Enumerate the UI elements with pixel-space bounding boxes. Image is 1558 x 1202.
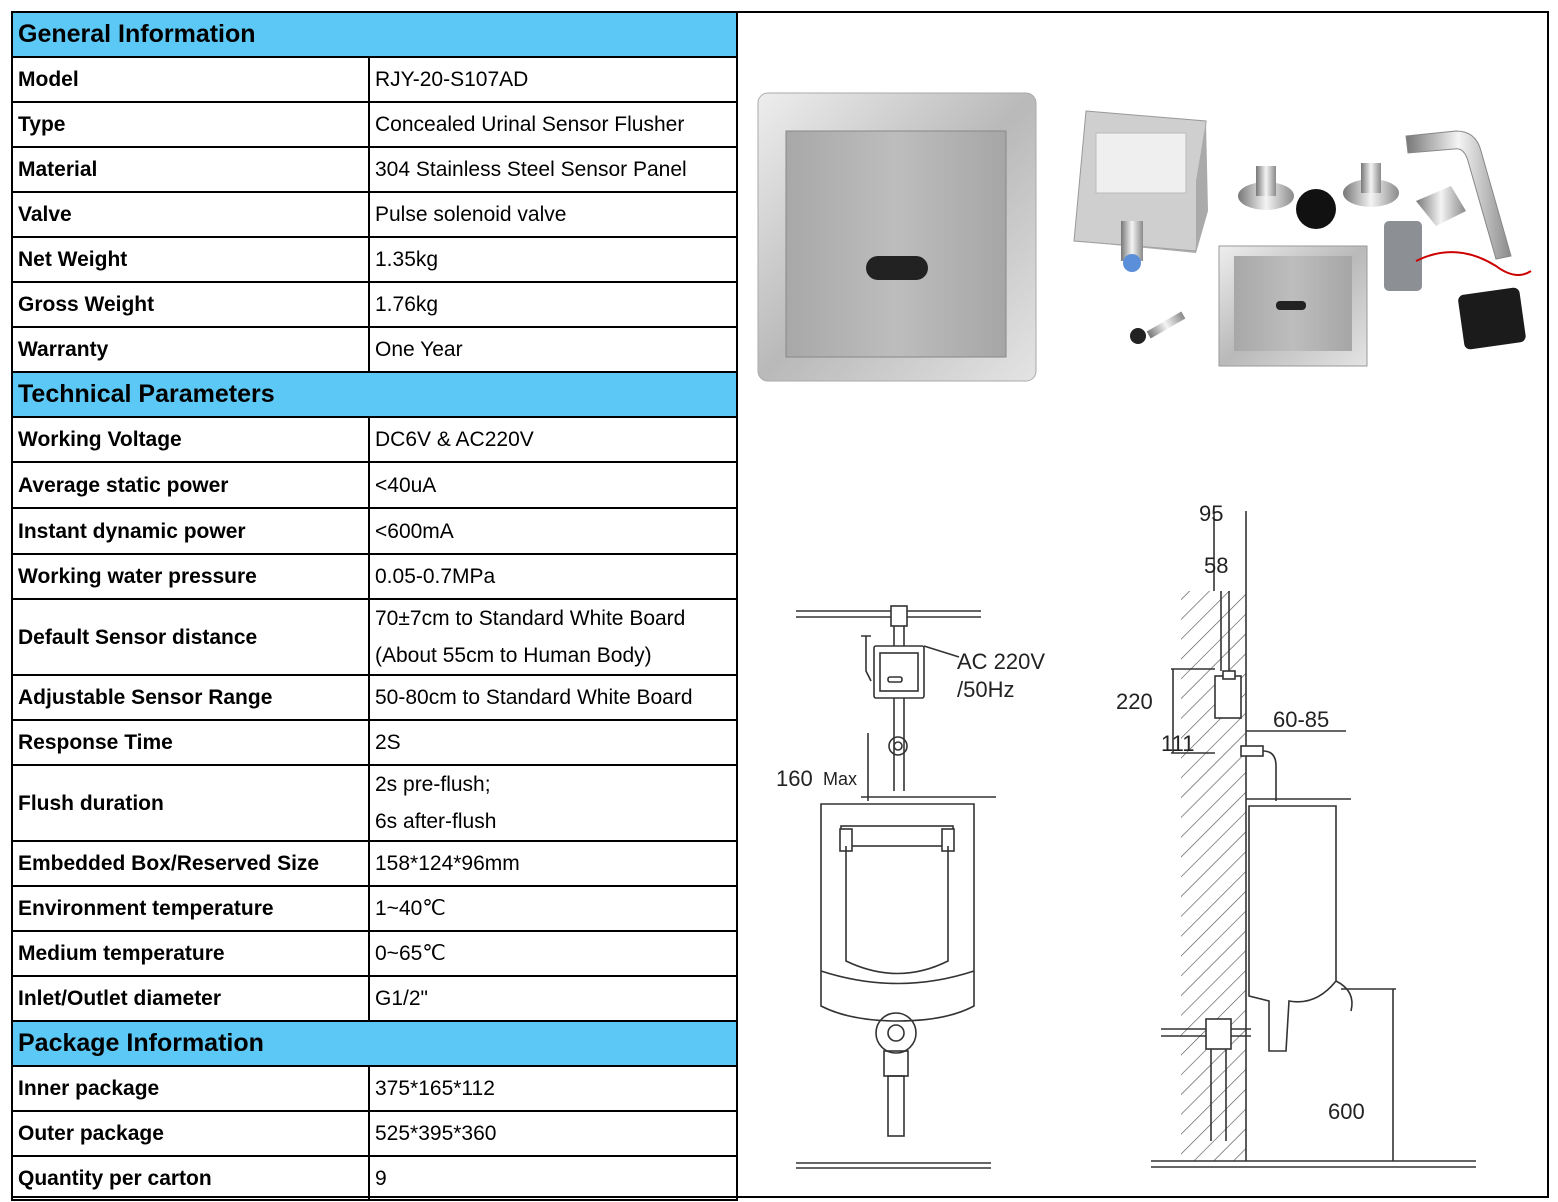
section-header-technical: Technical Parameters — [10, 371, 739, 418]
row-value: DC6V & AC220V — [367, 416, 739, 463]
row-value: 9 — [367, 1155, 739, 1201]
row-label: Warranty — [11, 326, 370, 373]
row-label: Environment temperature — [11, 885, 370, 932]
row-label: Response Time — [11, 719, 370, 766]
dimension-600: 600 — [1328, 1099, 1365, 1124]
row-value: 158*124*96mm — [367, 840, 739, 887]
max-height-value: 160 — [776, 766, 813, 791]
row-value: G1/2" — [367, 975, 739, 1022]
section-title: General Information — [10, 11, 739, 58]
row-value: 0.05-0.7MPa — [367, 553, 739, 600]
frequency-label: /50Hz — [957, 677, 1014, 702]
section-title: Technical Parameters — [10, 371, 739, 418]
row-value: <40uA — [367, 461, 739, 509]
row-label: Quantity per carton — [11, 1155, 370, 1201]
row-value-line-1: 70±7cm to Standard White Board — [375, 607, 686, 630]
row-value: 2S — [367, 719, 739, 766]
section-header-general: General Information — [10, 11, 739, 58]
row-value: 0~65℃ — [367, 930, 739, 977]
small-panel-image — [1218, 245, 1368, 367]
row-label: Gross Weight — [11, 281, 370, 328]
row-value: 1.76kg — [367, 281, 739, 328]
row-label: Medium temperature — [11, 930, 370, 977]
sensor-panel-image — [757, 92, 1037, 382]
dimension-60-85: 60-85 — [1273, 707, 1329, 732]
dimension-111: 111 — [1161, 731, 1194, 756]
row-label: Inlet/Outlet diameter — [11, 975, 370, 1022]
row-label: Outer package — [11, 1110, 370, 1157]
row-label: Inner package — [11, 1065, 370, 1112]
row-value: 2s pre-flush; 6s after-flush — [367, 764, 739, 842]
row-value: <600mA — [367, 507, 739, 555]
front-installation-drawing: AC 220V /50Hz 160 Max — [776, 605, 1045, 1169]
row-value: One Year — [367, 326, 739, 373]
product-illustration-panel: AC 220V /50Hz 160 Max — [736, 11, 1549, 1198]
table-row: Instant dynamic power<600mA — [11, 507, 739, 555]
row-value: 50-80cm to Standard White Board — [367, 674, 739, 721]
row-value: 1.35kg — [367, 236, 739, 283]
dimension-220: 220 — [1116, 689, 1153, 714]
row-label: Adjustable Sensor Range — [11, 674, 370, 721]
row-value: 70±7cm to Standard White Board (About 55c… — [367, 598, 739, 676]
dimension-58: 58 — [1204, 553, 1228, 578]
table-row: Average static power<40uA — [11, 461, 739, 509]
row-label: Type — [11, 101, 370, 148]
row-value: 304 Stainless Steel Sensor Panel — [367, 146, 739, 193]
product-photo — [757, 92, 1532, 382]
side-installation-drawing: 95 58 220 111 60-85 600 — [1116, 501, 1476, 1168]
row-value: Concealed Urinal Sensor Flusher — [367, 101, 739, 148]
row-value-line-1: 2s pre-flush; — [375, 773, 491, 796]
row-label: Net Weight — [11, 236, 370, 283]
row-value: 1~40℃ — [367, 885, 739, 932]
row-label: Working Voltage — [11, 416, 370, 463]
row-value-line-2: (About 55cm to Human Body) — [375, 644, 652, 667]
fittings-image — [1130, 130, 1532, 350]
row-label: Default Sensor distance — [11, 598, 370, 676]
row-label: Flush duration — [11, 764, 370, 842]
row-label: Instant dynamic power — [11, 507, 370, 555]
row-value: 525*395*360 — [367, 1110, 739, 1157]
row-label: Working water pressure — [11, 553, 370, 600]
section-title: Package Information — [10, 1020, 739, 1067]
section-header-package: Package Information — [10, 1020, 739, 1067]
row-value: Pulse solenoid valve — [367, 191, 739, 238]
row-label: Valve — [11, 191, 370, 238]
row-value: 375*165*112 — [367, 1065, 739, 1112]
embedded-box-image — [1073, 110, 1208, 272]
dimension-95: 95 — [1199, 501, 1223, 526]
row-label: Average static power — [11, 461, 370, 509]
row-value-line-2: 6s after-flush — [375, 810, 497, 833]
row-label: Model — [11, 56, 370, 103]
max-height-label: Max — [823, 769, 857, 789]
row-label: Material — [11, 146, 370, 193]
power-label: AC 220V — [957, 649, 1045, 674]
row-value: RJY-20-S107AD — [367, 56, 739, 103]
row-label: Embedded Box/Reserved Size — [11, 840, 370, 887]
